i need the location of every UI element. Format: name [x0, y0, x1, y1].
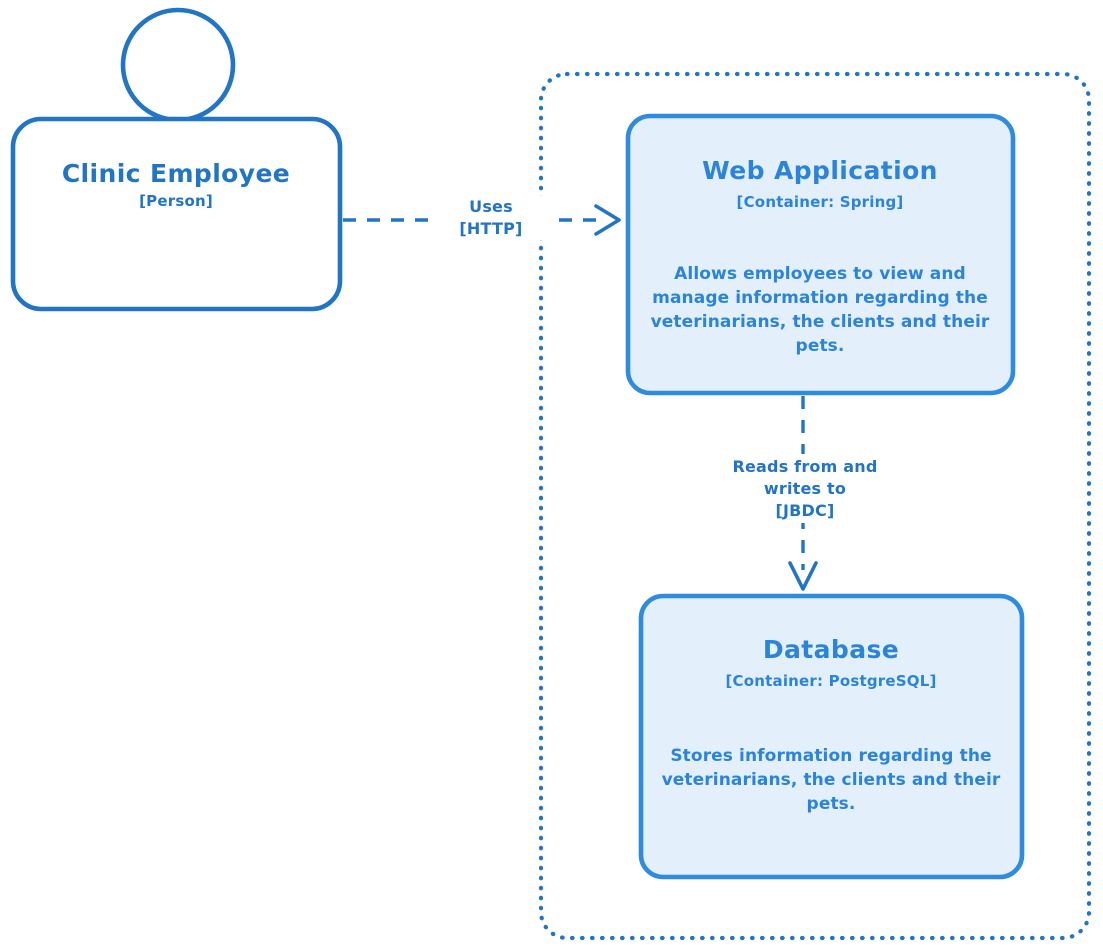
web-application-title: Web Application — [702, 156, 938, 185]
relationship-uses-arrowhead — [594, 204, 621, 236]
clinic-employee-labels: Clinic Employee [Person] — [12, 158, 340, 211]
system-boundary — [538, 71, 1092, 941]
relationship-jbdc-label-line2: writes to — [763, 478, 847, 498]
web-application-tech: [Container: Spring] — [736, 193, 904, 211]
web-application-node[interactable] — [625, 113, 1016, 396]
database-title: Database — [762, 635, 900, 664]
web-application-description: Allows employees to view and manage info… — [650, 264, 990, 357]
relationship-jbdc-label: Reads from and writes to [JBDC] — [712, 454, 898, 524]
relationship-jbdc-label-line1: Reads from and — [732, 457, 878, 476]
relationship-uses-label-tech: [HTTP] — [459, 218, 523, 238]
web-application-labels: Web Application [Container: Spring] — [627, 155, 1013, 212]
relationship-jbdc-label-tech: [JBDC] — [775, 500, 835, 520]
database-node[interactable] — [638, 593, 1025, 880]
database-tech: [Container: PostgreSQL] — [725, 672, 937, 690]
clinic-employee-node[interactable] — [10, 116, 343, 312]
person-head-icon — [120, 7, 236, 123]
database-description: Stores information regarding the veterin… — [661, 746, 1001, 815]
clinic-employee-title: Clinic Employee — [61, 159, 291, 188]
relationship-uses-label: Uses [HTTP] — [434, 196, 548, 240]
relationship-uses-label-text: Uses — [469, 197, 513, 216]
database-labels: Database [Container: PostgreSQL] — [640, 634, 1022, 691]
relationship-jbdc-arrowhead — [788, 561, 818, 591]
clinic-employee-tech: [Person] — [139, 192, 213, 210]
